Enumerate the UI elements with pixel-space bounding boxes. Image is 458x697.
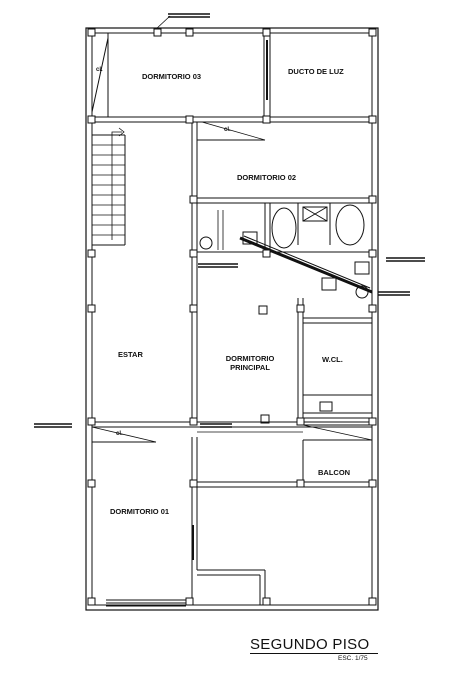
top-section-walls (91, 33, 372, 123)
stair (92, 127, 126, 246)
closet-label: cl. (116, 431, 123, 437)
central-walls (191, 255, 372, 424)
columns (87, 28, 377, 606)
outer-walls (85, 27, 379, 611)
room-label-dormitorio-principal: DORMITORIO PRINCIPAL (225, 354, 275, 372)
level-markers (34, 13, 425, 428)
room-label-dormitorio-03: DORMITORIO 03 (142, 72, 202, 81)
room-label-wcl: W.CL. (322, 355, 343, 364)
drain-pipe (239, 235, 373, 294)
closet-label: cl. (224, 127, 231, 133)
room-label-dormitorio-01: DORMITORIO 01 (110, 507, 170, 516)
bathroom-walls (197, 203, 372, 299)
room-label-ducto-de-luz: DUCTO DE LUZ (288, 67, 344, 76)
room-label-estar: ESTAR (118, 350, 143, 359)
room-label-balcon: BALCON (318, 468, 351, 477)
bottom-recess (106, 569, 266, 607)
plan-scale: ESC. 1/75 (338, 655, 368, 662)
room-label-dormitorio-02: DORMITORIO 02 (237, 173, 297, 182)
title-underline (250, 653, 378, 654)
dormitorio-02-walls (191, 121, 372, 255)
closet-label: cl. (96, 67, 103, 73)
plan-title: SEGUNDO PISO (250, 636, 370, 653)
